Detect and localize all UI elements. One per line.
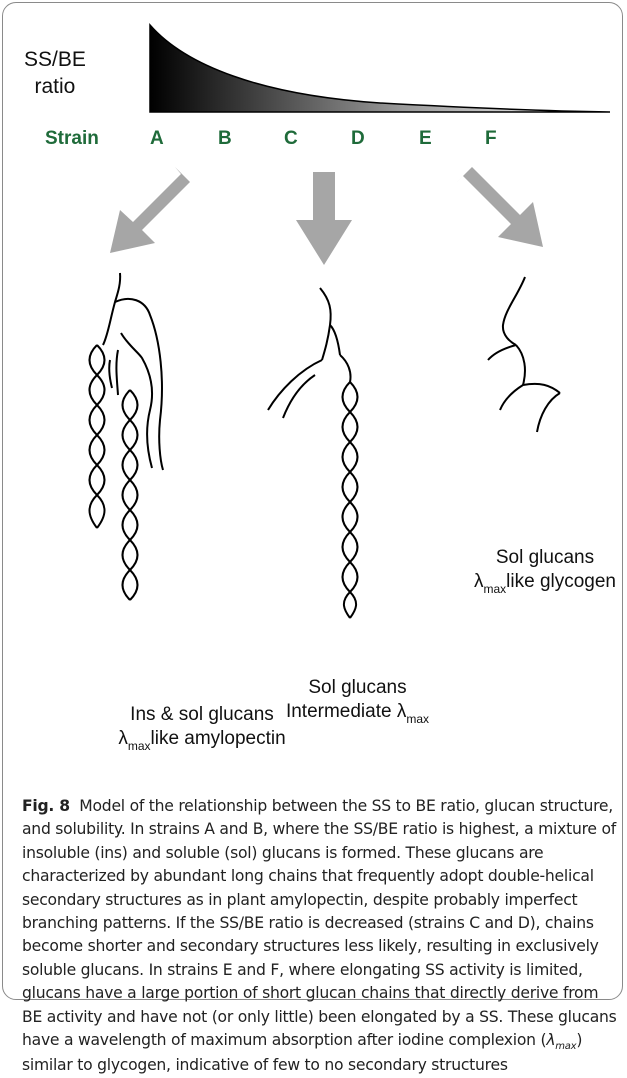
figure-caption: Fig. 8 Model of the relationship between… [22,795,620,1078]
strain-d: D [351,128,365,150]
strain-b: B [218,128,232,150]
model-diagram [0,0,627,700]
strain-c: C [284,128,298,150]
caption-text-1: Model of the relationship between the SS… [22,797,617,1049]
structure-glycogen [488,277,560,432]
ss-be-ratio-wedge [150,25,610,112]
structure-intermediate [268,288,358,618]
arrow-right [457,167,543,247]
arrow-center [296,172,352,265]
strain-f: F [485,128,497,150]
strain-a: A [150,128,164,150]
structure-amylopectin [90,273,164,600]
caption-glycogen: Sol glucans λmaxlike glycogen [450,546,627,595]
figure-number: Fig. 8 [22,797,70,815]
strain-label: Strain [45,128,99,150]
arrow-left [110,167,190,253]
strain-e: E [419,128,432,150]
caption-intermediate: Sol glucans Intermediate λmax [260,676,455,725]
